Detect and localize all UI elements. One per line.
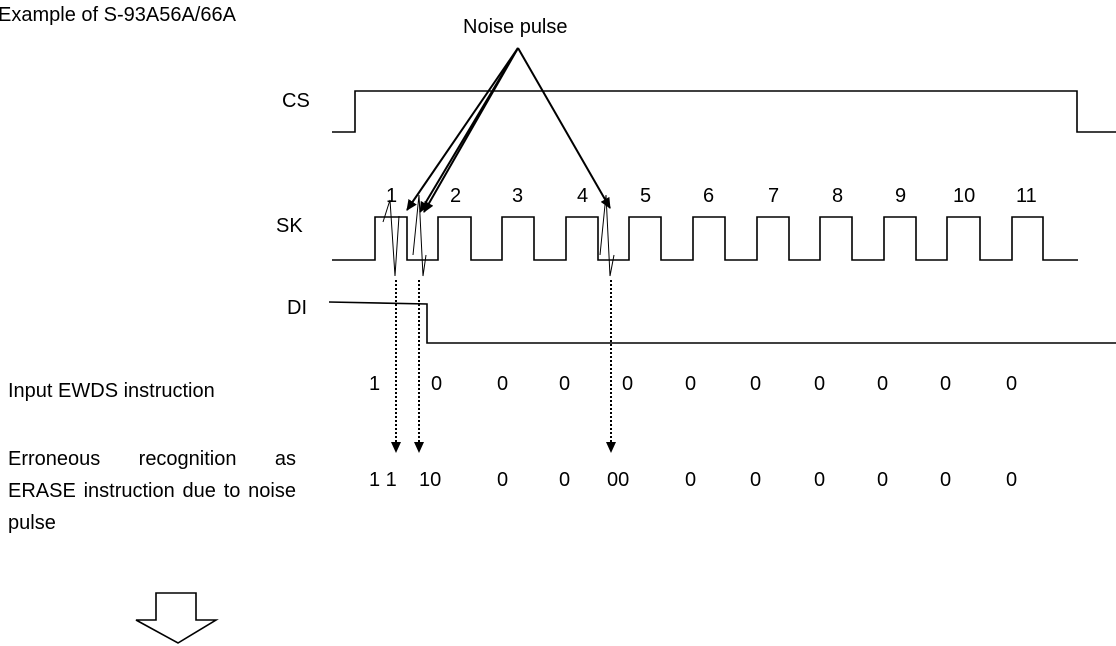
erroneous-bit: 0 <box>877 469 888 491</box>
noise-spike <box>412 194 427 277</box>
clock-number: 2 <box>450 185 461 207</box>
input-bit: 0 <box>750 373 761 395</box>
noise-pulse-label: Noise pulse <box>463 16 568 38</box>
clock-number: 8 <box>832 185 843 207</box>
noise-arrow <box>406 47 519 211</box>
erroneous-bit: 0 <box>497 469 508 491</box>
clock-number: 5 <box>640 185 651 207</box>
input-bit: 1 <box>369 373 380 395</box>
input-bit: 0 <box>431 373 442 395</box>
clock-number: 10 <box>953 185 975 207</box>
di-label: DI <box>287 297 307 319</box>
clock-number: 7 <box>768 185 779 207</box>
input-bit: 0 <box>559 373 570 395</box>
erroneous-bit: 0 <box>814 469 825 491</box>
erroneous-bit: 1 1 <box>369 469 397 491</box>
input-bit: 0 <box>877 373 888 395</box>
clock-number: 11 <box>1016 185 1037 207</box>
clock-number: 1 <box>386 185 397 207</box>
cs-waveform <box>332 90 1116 133</box>
noise-spike <box>599 194 615 277</box>
erroneous-recognition-label: Erroneous recognition as ERASE instructi… <box>8 448 296 534</box>
noise-spikes <box>382 194 615 277</box>
sampling-arrows <box>391 280 616 453</box>
erroneous-bit: 0 <box>685 469 696 491</box>
sk-waveform <box>332 216 1078 261</box>
input-bit: 0 <box>1006 373 1017 395</box>
erroneous-bit: 10 <box>419 469 441 491</box>
noise-arrow <box>517 47 611 209</box>
cs-label: CS <box>282 90 310 112</box>
sk-label: SK <box>276 215 303 237</box>
clock-number: 9 <box>895 185 906 207</box>
erroneous-bit: 0 <box>1006 469 1017 491</box>
input-ewds-label: Input EWDS instruction <box>8 380 215 402</box>
erroneous-bit: 0 <box>940 469 951 491</box>
di-waveform <box>328 301 1116 344</box>
erroneous-bit: 0 <box>559 469 570 491</box>
clock-number: 4 <box>577 185 588 207</box>
noise-spike <box>382 199 400 277</box>
caption: Example of S-93A56A/66A <box>0 4 237 26</box>
erroneous-bits-row: 1 1 10 0 0 00 0 0 0 0 0 0 <box>369 469 1017 491</box>
erroneous-bit: 0 <box>750 469 761 491</box>
hollow-down-arrow-icon <box>135 592 219 644</box>
input-bit: 0 <box>622 373 633 395</box>
noise-arrow <box>423 47 519 213</box>
input-bit: 0 <box>497 373 508 395</box>
noise-pulse-arrows <box>406 47 611 213</box>
input-bit: 0 <box>685 373 696 395</box>
input-bits-row: 1 0 0 0 0 0 0 0 0 0 0 <box>369 373 1017 395</box>
erroneous-bit: 00 <box>607 469 629 491</box>
clock-number: 3 <box>512 185 523 207</box>
input-bit: 0 <box>940 373 951 395</box>
clock-number: 6 <box>703 185 714 207</box>
input-bit: 0 <box>814 373 825 395</box>
clock-number-row: 1 2 3 4 5 6 7 8 9 10 11 <box>386 185 1037 207</box>
